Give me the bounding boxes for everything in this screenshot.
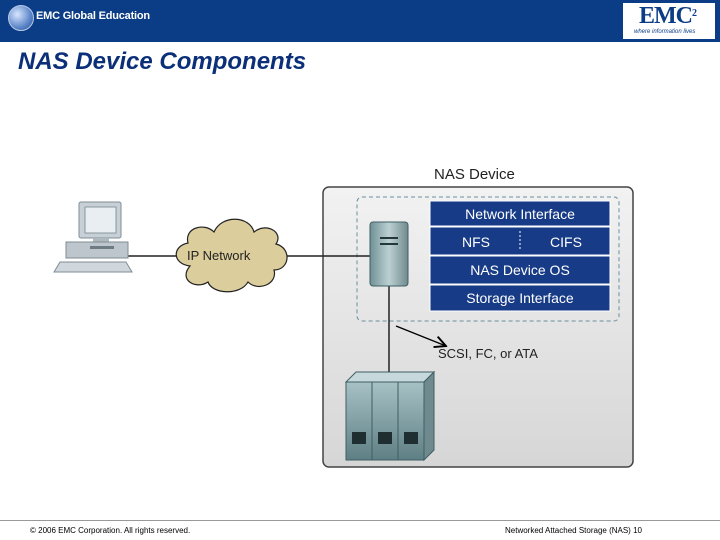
page-info-text: Networked Attached Storage (NAS) 10 xyxy=(505,526,642,535)
nfs-label: NFS xyxy=(462,234,490,250)
ip-network-label: IP Network xyxy=(187,248,251,263)
emc-tagline: where information lives xyxy=(634,29,696,35)
emc-logo-box: EMC2 where information lives xyxy=(623,3,715,39)
nas-head-dashed-region xyxy=(356,196,620,322)
edu-logo-text: EMC Global Education xyxy=(36,10,150,22)
client-computer-icon xyxy=(53,201,133,273)
storage-interface-label: Storage Interface xyxy=(466,290,574,306)
nas-os-box xyxy=(429,255,611,285)
scsi-arrow xyxy=(395,325,446,346)
cifs-label: CIFS xyxy=(550,234,582,250)
emc-logo-superscript: 2 xyxy=(692,8,697,19)
storage-interface-box xyxy=(429,284,611,312)
nas-os-label: NAS Device OS xyxy=(470,262,570,278)
connection-label: SCSI, FC, or ATA xyxy=(438,346,538,361)
globe-icon xyxy=(8,5,34,31)
nas-device-label: NAS Device xyxy=(434,166,515,183)
copyright-text: © 2006 EMC Corporation. All rights reser… xyxy=(30,526,191,535)
emc-logo-text: EMC xyxy=(639,3,693,29)
page-title: NAS Device Components xyxy=(18,48,307,75)
footer-divider xyxy=(0,520,720,521)
network-interface-box xyxy=(429,200,611,227)
emc-logo: EMC2 xyxy=(639,3,697,29)
header-bar: EMC Global Education EMC2 where informat… xyxy=(0,0,720,42)
storage-array-icon xyxy=(344,370,436,462)
nas-head-server-icon xyxy=(369,221,409,287)
ip-network-cloud-icon xyxy=(175,218,288,293)
network-interface-label: Network Interface xyxy=(465,206,575,222)
